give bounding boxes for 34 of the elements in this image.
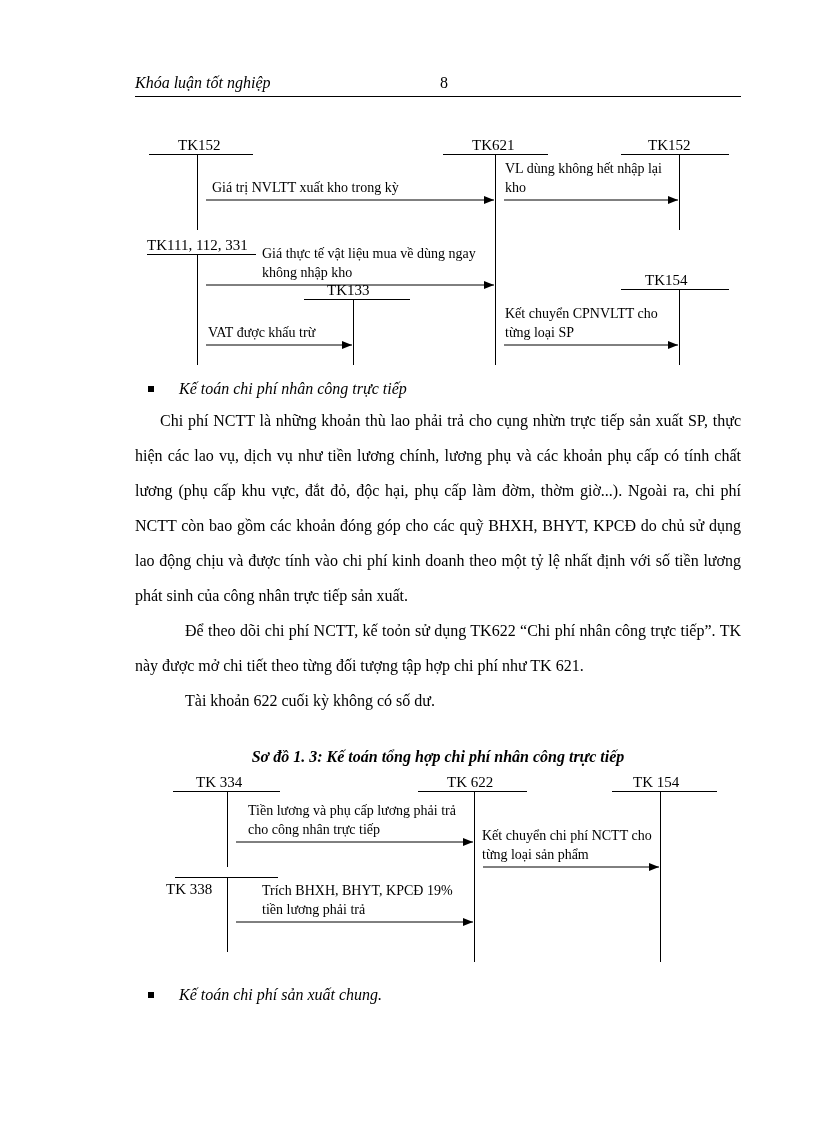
arrow — [205, 281, 495, 289]
arrow — [482, 863, 660, 871]
diagram-title: Sơ đồ 1. 3: Kế toán tổng hợp chi phí nhân công trực tiếp — [250, 748, 626, 766]
edge-label: Giá trị NVLTT xuất kho trong kỳ — [212, 179, 400, 197]
arrow — [205, 341, 353, 349]
account-label: TK 334 — [196, 773, 243, 791]
paragraph: Tài khoản 622 cuối kỳ không có số dư. — [184, 691, 436, 712]
paragraph: Để theo dõi chi phí NCTT, kế toỏn sử dụng TK622 “Chi phí nhân công trực tiếp”. TK này được mở chi tiết theo từng đối tượng tập hợp chi phí như TK 621. — [135, 621, 741, 677]
section-heading: Kế toán chi phí nhân công trực tiếp — [179, 380, 407, 398]
edge-label: Giá thực tế vật liệu mua về dùng ngay không nhập kho — [262, 245, 477, 282]
arrow — [503, 341, 679, 349]
edge-label: Kết chuyển chi phí NCTT cho từng loại sản phẩm — [482, 827, 653, 864]
account-label: TK 154 — [633, 773, 680, 791]
arrow — [503, 196, 679, 204]
edge-label: Tiền lương và phụ cấp lương phải trả cho công nhân trực tiếp — [248, 802, 457, 839]
account-label: TK 622 — [447, 773, 494, 791]
edge-label: Trích BHXH, BHYT, KPCĐ 19% tiền lương phải trả — [262, 882, 454, 919]
account-label: TK154 — [645, 271, 688, 289]
account-label: TK111, 112, 331 — [147, 236, 248, 254]
account-label: TK152 — [648, 136, 691, 154]
paragraph: Chi phí NCTT là những khoản thù lao phải trả cho cụng nhừn trực tiếp sản xuất SP, thực hiện các lao vụ, dịch vụ như tiền lương chính, lương phụ và các khoản phụ cấp có tính chất lương (phụ cấp khu vực, đắt đỏ, độc hại, phụ cấp làm đờm, thờm giờ...). Ngoài ra, chi phí NCTT còn bao gồm các khoản đóng góp cho các quỹ BHXH, BHYT, KPCĐ do chủ sử dụng lao động chịu và được tính vào chi phí kinh doanh theo một tỷ lệ nhất định với số tiền lương phát sinh của công nhân trực tiếp sản xuất. — [135, 411, 741, 607]
account-label: TK152 — [178, 136, 221, 154]
arrow — [235, 918, 474, 926]
edge-label: Kết chuyển CPNVLTT cho từng loại SP — [505, 305, 659, 342]
edge-label: VL dùng không hết nhập lại kho — [505, 160, 663, 197]
page-number: 8 — [440, 74, 448, 92]
arrow — [205, 196, 495, 204]
running-header: Khóa luận tốt nghiệp — [135, 74, 271, 92]
edge-label: VAT được khấu trừ — [208, 324, 317, 342]
section-heading: Kế toán chi phí sản xuất chung. — [179, 986, 383, 1004]
account-label: TK133 — [327, 281, 370, 299]
arrow — [235, 838, 474, 846]
account-label: TK621 — [472, 136, 515, 154]
account-label: TK 338 — [166, 880, 213, 898]
